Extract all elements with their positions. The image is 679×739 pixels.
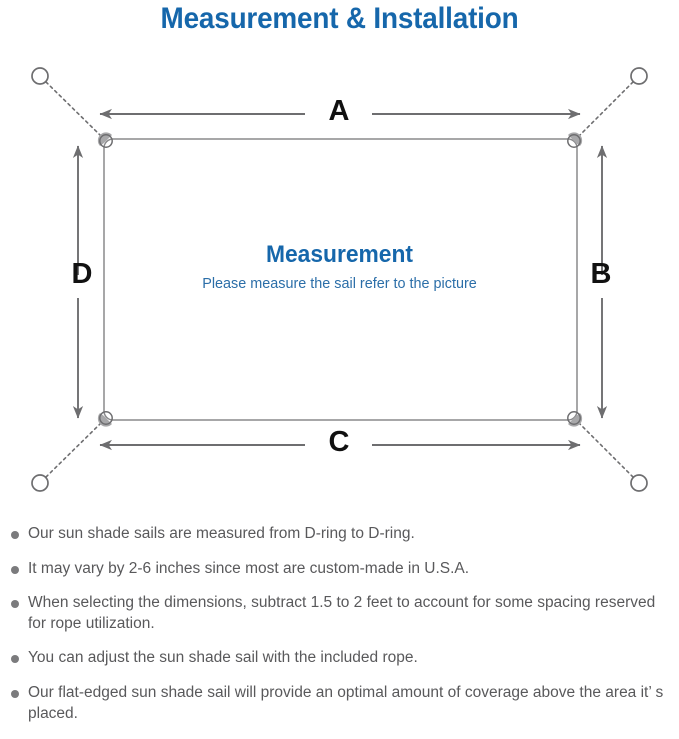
- bullet-icon: [11, 600, 19, 609]
- list-item: You can adjust the sun shade sail with t…: [0, 648, 679, 669]
- rope-top-left: [45, 81, 102, 137]
- dimension-arrows: [72, 108, 608, 451]
- diagram-center-subtitle: Please measure the sail refer to the pic…: [202, 275, 477, 292]
- dimension-label-d: D: [71, 258, 93, 290]
- notes-list: Our sun shade sails are measured from D-…: [0, 524, 679, 738]
- note-text: Our sun shade sails are measured from D-…: [28, 525, 415, 542]
- d-ring-top-left: [97, 132, 113, 148]
- list-item: When selecting the dimensions, subtract …: [0, 593, 679, 634]
- bullet-icon: [11, 565, 19, 574]
- list-item: It may vary by 2-6 inches since most are…: [0, 559, 679, 580]
- note-text: When selecting the dimensions, subtract …: [28, 594, 656, 632]
- anchor-bottom-left-icon: [31, 474, 49, 492]
- note-text: Our flat-edged sun shade sail will provi…: [28, 684, 664, 722]
- dimension-label-a: A: [328, 95, 350, 127]
- dimension-label-c: C: [328, 426, 350, 458]
- anchor-top-left-icon: [31, 67, 49, 85]
- rope-bottom-left: [45, 422, 102, 478]
- bullet-icon: [11, 655, 19, 664]
- list-item: Our flat-edged sun shade sail will provi…: [0, 683, 679, 724]
- diagram-center-title: Measurement: [265, 241, 413, 268]
- sail-shape: [103, 138, 578, 421]
- page-title: Measurement & Installation: [160, 2, 519, 35]
- d-ring-bottom-left: [97, 411, 113, 427]
- note-text: You can adjust the sun shade sail with t…: [28, 649, 418, 667]
- anchor-top-right-icon: [630, 67, 648, 85]
- list-item: Our sun shade sails are measured from D-…: [0, 524, 679, 545]
- anchor-points: [31, 67, 648, 492]
- bullet-icon: [11, 690, 19, 699]
- measurement-diagram: Measurement Please measure the sail refe…: [0, 45, 679, 515]
- diagram-svg: [31, 67, 648, 492]
- d-ring-top-right: [567, 132, 583, 148]
- bullet-icon: [11, 531, 19, 539]
- d-rings: [97, 132, 583, 427]
- rope-lines: [45, 81, 634, 478]
- dimension-label-b: B: [590, 258, 612, 290]
- rope-bottom-right: [578, 422, 634, 478]
- rope-top-right: [578, 81, 634, 137]
- d-ring-bottom-right: [567, 411, 583, 427]
- anchor-bottom-right-icon: [630, 474, 648, 492]
- note-text: It may vary by 2-6 inches since most are…: [28, 559, 470, 577]
